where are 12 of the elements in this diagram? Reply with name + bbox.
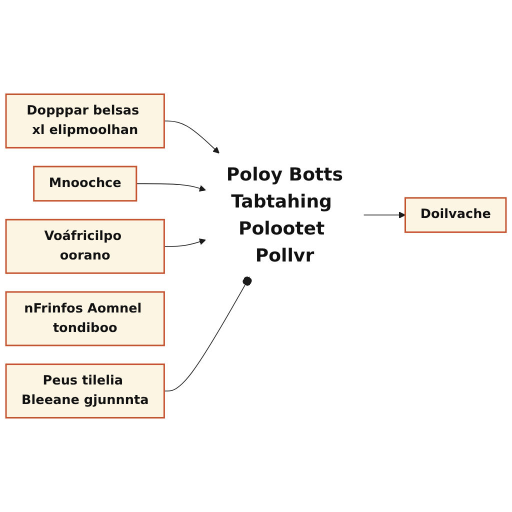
arrow — [363, 212, 406, 218]
node-box: Doilvache — [404, 197, 507, 233]
connector — [164, 276, 252, 392]
node-box: Voáfricilpo oorano — [5, 218, 165, 274]
arrow — [164, 238, 206, 247]
node-box: Dopppar belsas xl elipmoolhan — [5, 93, 165, 148]
node-box: nFrinfos Aomnel tondiboo — [5, 291, 165, 346]
arrow — [164, 120, 220, 154]
node-box: Mnoochce — [33, 166, 138, 202]
node-text: Poloy Botts Tabtahing Polootet Pollvr — [226, 164, 344, 266]
node-box: Peus tilelia Bleeane gjunnnta — [5, 364, 165, 419]
arrow — [136, 183, 206, 192]
